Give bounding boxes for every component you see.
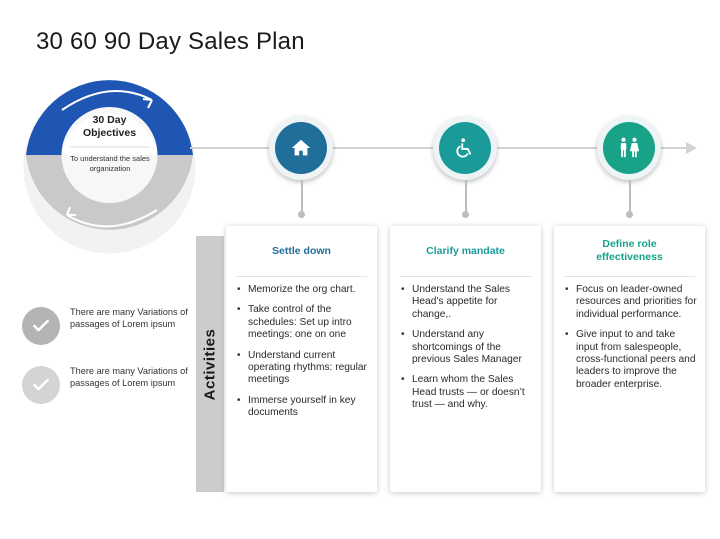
card-divider [236, 276, 367, 277]
bullet-item: Understand any shortcomings of the previ… [400, 329, 535, 366]
card-settle-down: Settle down Memorize the org chart. Take… [226, 226, 377, 492]
bullet-item: Understand current operating rhythms: re… [236, 350, 371, 387]
card-define-role: Define role effectiveness Focus on leade… [554, 226, 705, 492]
page-title: 30 60 90 Day Sales Plan [36, 28, 305, 55]
node-stem [301, 180, 303, 213]
activities-label-wrap: Activities [196, 236, 224, 492]
wheelchair-icon [456, 138, 472, 158]
node-stem [465, 180, 467, 213]
objectives-ring [23, 80, 196, 254]
node-stem-dot [462, 211, 469, 218]
check-item: There are many Variations of passages of… [22, 366, 192, 406]
card-bullets: Memorize the org chart. Take control of … [236, 284, 371, 428]
activities-tab [196, 236, 224, 492]
objectives-title: 30 Day Objectives [22, 114, 197, 140]
card-title: Clarify mandate [426, 244, 505, 257]
checkmark-icon [22, 366, 60, 404]
activities-label: Activities [201, 328, 219, 400]
card-bullets: Focus on leader-owned resources and prio… [564, 284, 699, 399]
node-stem-dot [298, 211, 305, 218]
bullet-item: Learn whom the Sales Head trusts — or do… [400, 374, 535, 411]
check-text: There are many Variations of passages of… [70, 307, 188, 329]
objectives-title-line1: 30 Day [92, 114, 127, 126]
card-divider [564, 276, 695, 277]
node-inner [439, 122, 491, 174]
card-bullets: Understand the Sales Head’s appetite for… [400, 284, 535, 420]
card-divider [400, 276, 531, 277]
check-text: There are many Variations of passages of… [70, 366, 188, 388]
check-item: There are many Variations of passages of… [22, 307, 192, 347]
node-settle-down [269, 116, 333, 180]
checkmark-icon [22, 307, 60, 345]
card-title: Settle down [272, 244, 331, 257]
node-define-role [597, 116, 661, 180]
objectives-title-line2: Objectives [82, 127, 137, 139]
home-icon [291, 139, 311, 156]
node-inner [275, 122, 327, 174]
timeline-arrowhead [686, 142, 697, 154]
bullet-item: Give input to and take input from salesp… [564, 329, 699, 391]
bullet-item: Take control of the schedules: Set up in… [236, 304, 371, 341]
node-stem [629, 180, 631, 213]
bullet-item: Memorize the org chart. [236, 284, 371, 297]
node-stem-dot [626, 211, 633, 218]
bullet-item: Focus on leader-owned resources and prio… [564, 284, 699, 321]
node-clarify-mandate [433, 116, 497, 180]
bullet-item: Immerse yourself in key documents [236, 395, 371, 420]
objectives-subtitle: To understand the sales organization [70, 154, 150, 173]
card-clarify-mandate: Clarify mandate Understand the Sales Hea… [390, 226, 541, 492]
node-inner [603, 122, 655, 174]
people-icon [620, 137, 640, 158]
objectives-circle: 30 Day Objectives To understand the sale… [22, 80, 197, 255]
card-title: Define role effectiveness [596, 238, 663, 263]
bullet-item: Understand the Sales Head’s appetite for… [400, 284, 535, 321]
